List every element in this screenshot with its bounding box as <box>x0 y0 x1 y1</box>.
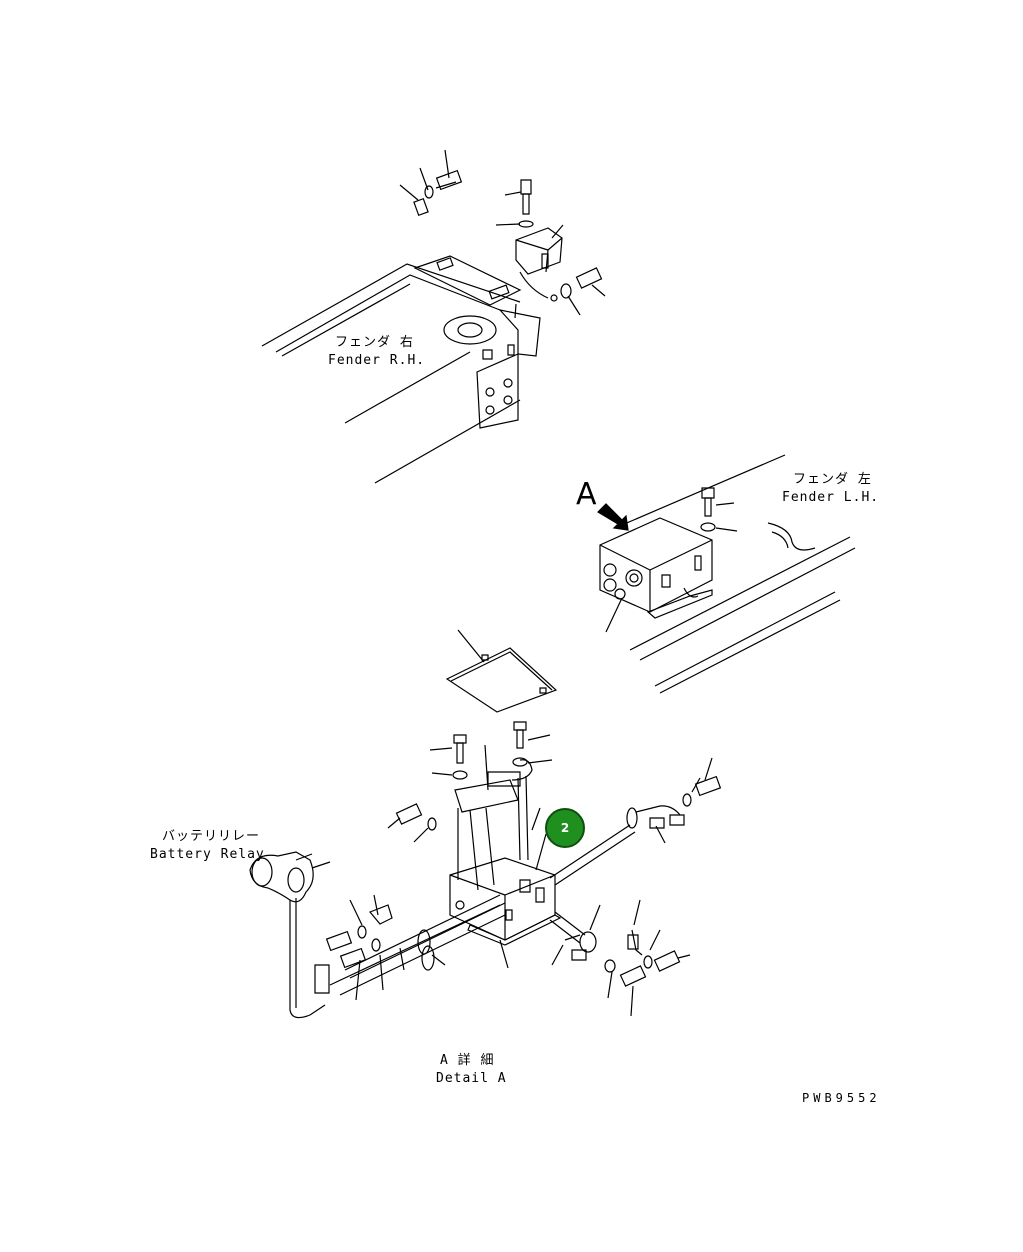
view-a-letter: A <box>576 477 597 512</box>
fender-rh-assembly <box>262 150 605 483</box>
callout-number: 2 <box>560 821 570 835</box>
fender-rh-label-jp: フェンダ 右 <box>335 335 414 350</box>
detail-a-label-en: Detail A <box>436 1071 507 1086</box>
detail-a-label-jp: A 詳 細 <box>440 1053 495 1068</box>
callout-marker-2[interactable]: 2 <box>545 808 585 848</box>
drawing-code: PWB9552 <box>802 1091 881 1105</box>
fender-lh-label-jp: フェンダ 左 <box>793 472 872 487</box>
fender-lh-label-en: Fender L.H. <box>782 490 880 505</box>
detail-a-assembly <box>250 630 720 1018</box>
fender-rh-label-en: Fender R.H. <box>328 353 426 368</box>
battery-relay-label-jp: バッテリリレー <box>162 829 261 844</box>
fender-lh-assembly <box>598 455 855 693</box>
battery-relay-label-en: Battery Relay <box>150 847 265 862</box>
